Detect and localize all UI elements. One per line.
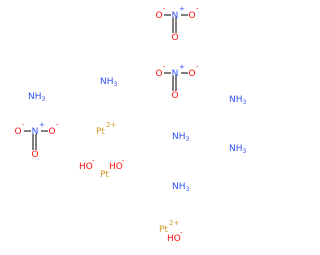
hydroxide-2: HO - [109,157,125,172]
oxygen-charge-left: - [163,5,166,13]
nitrate-ion-middle: O - N + O - O [155,63,199,101]
platinum-charge: 2+ [106,121,116,129]
svg-text:NH3: NH3 [172,132,190,143]
ammonia-subscript: 3 [243,148,247,155]
svg-text:NH3: NH3 [229,144,247,155]
platinum-cation-2: Pt 2+ [159,219,179,235]
oxygen-atom-right: O [188,11,195,21]
oxygen-atom-left: O [14,127,21,137]
nitrate-ion-left: O - N + O - O [14,121,59,160]
oxygen-charge-left: - [22,121,25,129]
ammonia-label: NH [172,182,186,192]
oxygen-charge-right: - [196,63,199,71]
ammonia-4: NH3 [172,132,190,143]
ammonia-5: NH3 [229,144,247,155]
platinum-charge: 2+ [169,219,179,227]
oxygen-charge-right: - [196,5,199,13]
ammonia-label: NH [28,92,42,102]
hydroxide-charge: - [122,157,125,165]
platinum-neutral: Pt [100,170,109,180]
ammonia-subscript: 3 [186,186,190,193]
oxygen-atom-right: O [48,127,55,137]
hydroxide-charge: - [92,157,95,165]
ammonia-3: NH3 [229,95,247,106]
nitrogen-charge: + [179,5,185,13]
ammonia-2: NH3 [100,77,118,88]
svg-text:NH3: NH3 [172,182,190,193]
ammonia-subscript: 3 [114,81,118,88]
hydroxide-1: HO - [79,157,95,172]
platinum-atom: Pt [100,170,109,180]
oxygen-atom-bottom: O [171,91,178,101]
hydroxide-label: HO [109,162,123,172]
structure-drawing: O - N + O - O O - N + O - O O - N + O - … [14,5,247,244]
ammonia-subscript: 3 [243,99,247,106]
molecule-canvas: O - N + O - O O - N + O - O O - N + O - … [14,5,247,244]
oxygen-atom-bottom: O [171,33,178,43]
oxygen-atom-left: O [155,69,162,79]
oxygen-atom-right: O [188,69,195,79]
nitrate-ion-top: O - N + O - O [155,5,199,43]
platinum-atom: Pt [96,127,105,137]
svg-text:NH3: NH3 [229,95,247,106]
hydroxide-charge: - [180,229,183,237]
ammonia-1: NH3 [28,92,46,103]
svg-text:NH3: NH3 [28,92,46,103]
oxygen-charge-right: - [56,121,59,129]
oxygen-atom-bottom: O [31,150,38,160]
ammonia-label: NH [172,132,186,142]
nitrogen-charge: + [39,121,45,129]
platinum-cation-1: Pt 2+ [96,121,116,137]
ammonia-label: NH [100,77,114,87]
platinum-atom: Pt [159,225,168,235]
nitrogen-charge: + [179,63,185,71]
ammonia-label: NH [229,144,243,154]
ammonia-label: NH [229,95,243,105]
ammonia-6: NH3 [172,182,190,193]
hydroxide-label: HO [167,234,181,244]
svg-text:NH3: NH3 [100,77,118,88]
nitrogen-atom: N [172,69,179,79]
nitrogen-atom: N [32,127,39,137]
oxygen-atom-left: O [155,11,162,21]
hydroxide-label: HO [79,162,93,172]
ammonia-subscript: 3 [186,136,190,143]
oxygen-charge-left: - [163,63,166,71]
ammonia-subscript: 3 [42,96,46,103]
nitrogen-atom: N [172,11,179,21]
hydroxide-3: HO - [167,229,183,244]
